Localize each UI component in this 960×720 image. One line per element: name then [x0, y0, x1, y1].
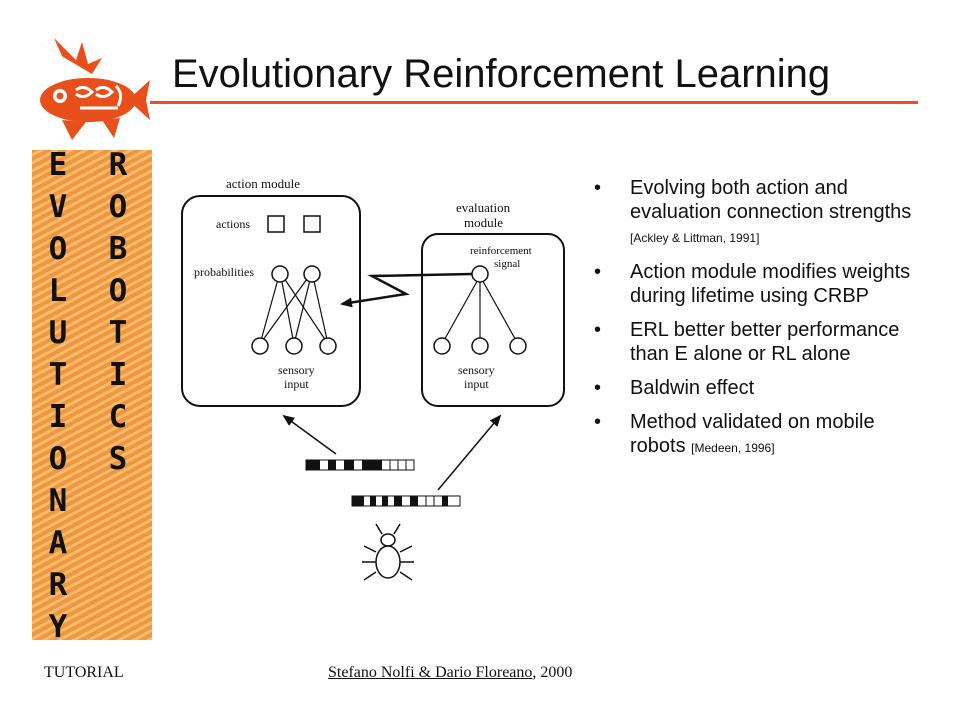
bullet-marker: • [594, 377, 602, 399]
sidebar-letter: U [48, 315, 68, 351]
reinforcement-signal-label: signal [494, 258, 520, 270]
sidebar-banner: E V O L U T I O N A R Y R O B O T I C S [32, 30, 152, 640]
sidebar-letter: O [48, 231, 68, 267]
sensory-node [471, 337, 489, 355]
sidebar-letter: O [48, 441, 68, 477]
probability-node [303, 265, 321, 283]
sidebar-letter: V [48, 189, 68, 225]
bullet-list: • Evolving both action and evaluation co… [594, 176, 914, 470]
action-unit [267, 215, 285, 233]
bullet-text: Baldwin effect [630, 377, 755, 399]
sidebar-letter: R [108, 147, 128, 183]
fish-logo-icon [32, 30, 152, 150]
robot-insect-icon [362, 523, 414, 581]
actions-label: actions [216, 217, 250, 231]
genotype-string-bottom [351, 495, 461, 507]
sensory-node [251, 337, 269, 355]
sidebar-letter: R [48, 567, 68, 603]
slide-title: Evolutionary Reinforcement Learning [172, 52, 831, 96]
sidebar-letter: O [108, 189, 128, 225]
probabilities-label: probabilities [194, 265, 254, 279]
bullet-citation: [Ackley & Littman, 1991] [630, 231, 760, 245]
sidebar-letter: B [108, 231, 128, 267]
bullet-marker: • [594, 319, 602, 341]
action-unit [303, 215, 321, 233]
bullet-citation: [Medeen, 1996] [691, 441, 775, 455]
sensory-node [285, 337, 303, 355]
sidebar-letter: L [48, 273, 68, 309]
evaluation-module-label: evaluation [456, 200, 511, 215]
sensory-input-label: sensory [458, 363, 495, 377]
sensory-node [433, 337, 451, 355]
probability-node [271, 265, 289, 283]
bullet-item: • Method validated on mobile robots [Med… [594, 410, 914, 460]
genotype-string-top [305, 459, 415, 471]
evaluation-module-label: module [464, 215, 503, 230]
sidebar-letter: A [48, 525, 68, 561]
sensory-input-label: input [464, 377, 489, 391]
evaluation-module-box [421, 233, 565, 407]
sidebar-stripe [32, 146, 152, 640]
evaluation-network-connections [441, 275, 519, 345]
sensory-input-label: input [284, 377, 309, 391]
footer-authors-link[interactable]: Stefano Nolfi & Dario Floreano [328, 664, 533, 681]
sensory-node [319, 337, 337, 355]
sidebar-letter: I [48, 399, 68, 435]
footer-credits: Stefano Nolfi & Dario Floreano, 2000 [328, 664, 572, 682]
sidebar-letter: O [108, 273, 128, 309]
sidebar-letter: Y [48, 609, 68, 641]
bullet-marker: • [594, 177, 602, 199]
sidebar-letter: N [48, 483, 68, 519]
bullet-text: Method validated on mobile robots [630, 411, 875, 457]
erl-architecture-diagram: action module actions probabilities sens… [181, 176, 565, 581]
sidebar-letter: C [108, 399, 128, 435]
bullet-item: • ERL better better performance than E a… [594, 318, 914, 366]
bullet-text: ERL better better performance than E alo… [630, 319, 900, 365]
reinforcement-signal-label: reinforcement [470, 245, 532, 257]
genotype-arrow-left [282, 414, 337, 455]
action-network-connections [259, 271, 329, 345]
title-underline [150, 101, 918, 104]
reinforcement-arrow [340, 272, 473, 308]
reinforcement-node [471, 265, 489, 283]
sidebar-letter: T [108, 315, 128, 351]
sensory-input-label: sensory [278, 363, 315, 377]
footer-year: , 2000 [532, 664, 573, 681]
bullet-item: • Evolving both action and evaluation co… [594, 176, 914, 250]
bullet-text: Action module modifies weights during li… [630, 261, 911, 307]
footer-tutorial-label: TUTORIAL [44, 664, 124, 681]
bullet-marker: • [594, 411, 602, 433]
bullet-marker: • [594, 261, 602, 283]
genotype-arrow-right [437, 414, 502, 491]
action-module-label: action module [226, 176, 300, 191]
sidebar-letter: I [108, 357, 128, 393]
sidebar-letter: S [108, 441, 128, 477]
bullet-text: Evolving both action and evaluation conn… [630, 177, 912, 223]
sidebar-letter: T [48, 357, 68, 393]
bullet-item: • Baldwin effect [594, 376, 914, 400]
bullet-item: • Action module modifies weights during … [594, 260, 914, 308]
sensory-node [509, 337, 527, 355]
sidebar-letter: E [48, 147, 68, 183]
